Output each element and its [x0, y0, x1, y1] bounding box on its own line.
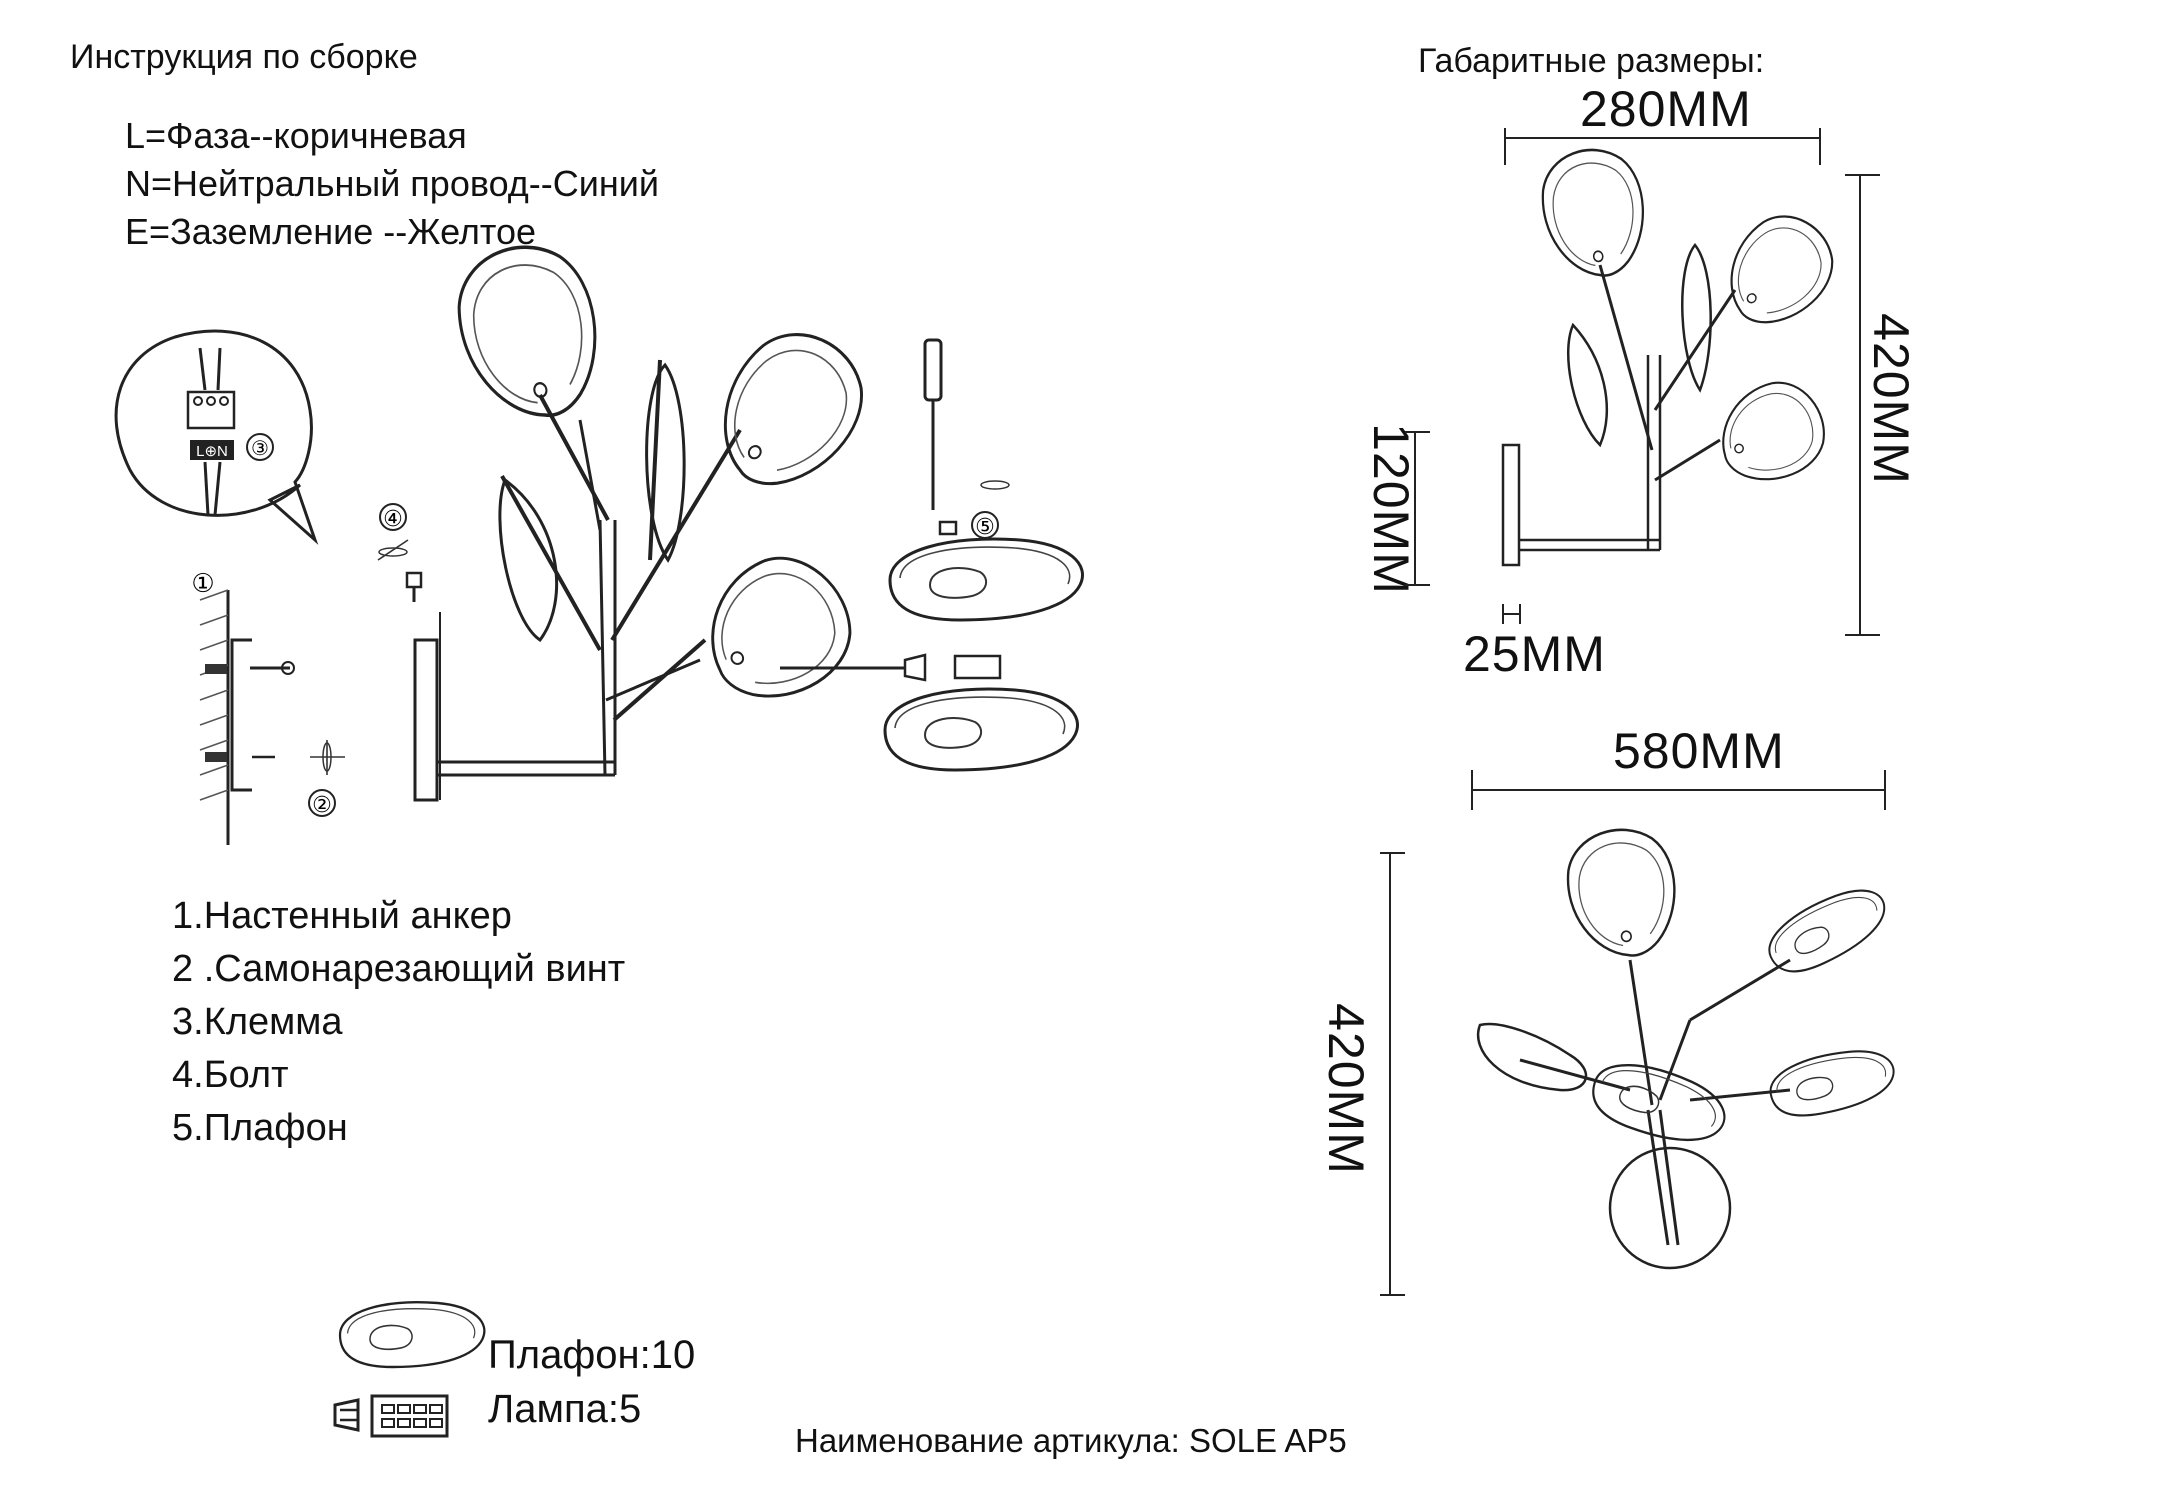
- step-4-marker: ④: [383, 507, 403, 532]
- legend-lamp-icon: [333, 1394, 449, 1438]
- shade-install-step: ⑤: [780, 338, 1084, 772]
- step-1-marker: ①: [191, 569, 214, 599]
- dimension-front-view: [1380, 770, 1900, 1296]
- legend-lamp-count: Лампа:5: [488, 1387, 642, 1431]
- step-2-marker: ②: [312, 793, 332, 818]
- dimensions-title: Габаритные размеры:: [1418, 42, 1765, 80]
- parts-item-terminal: 3.Клемма: [172, 1001, 343, 1043]
- terminal-label: L⊕N: [196, 443, 228, 460]
- wiring-phase: L=Фаза--коричневая: [125, 115, 467, 156]
- wall-anchor-step: ① ②: [191, 569, 345, 845]
- assembly-title: Инструкция по сборке: [70, 38, 418, 76]
- legend-shade-icon: [338, 1301, 486, 1369]
- dim-base-depth: 25MM: [1463, 626, 1606, 682]
- parts-item-anchor: 1.Настенный анкер: [172, 895, 512, 937]
- dim-side-width: 280MM: [1580, 81, 1752, 137]
- wiring-legend: L=Фаза--коричневая N=Нейтральный провод-…: [125, 112, 659, 256]
- dim-front-width: 580MM: [1613, 723, 1785, 779]
- fixture-side-view: [413, 230, 887, 802]
- legend-shade-count: Плафон:10: [488, 1333, 696, 1377]
- dimension-side-view: [1405, 128, 1880, 636]
- wiring-neutral: N=Нейтральный провод--Синий: [125, 163, 659, 204]
- parts-item-shade: 5.Плафон: [172, 1107, 348, 1149]
- step-5-marker: ⑤: [975, 515, 995, 540]
- parts-list: 1.Настенный анкер 2 .Самонарезающий винт…: [172, 890, 625, 1155]
- wiring-ground: E=Заземление --Желтое: [125, 211, 537, 252]
- terminal-zoom-bubble: L⊕N ③: [114, 329, 319, 545]
- step-3-marker: ③: [251, 436, 269, 460]
- article-name: Наименование артикула: SOLE AP5: [795, 1422, 1347, 1459]
- parts-item-bolt: 4.Болт: [172, 1054, 289, 1096]
- bolt-step: ④: [377, 503, 423, 602]
- parts-item-screw: 2 .Самонарезающий винт: [172, 948, 626, 990]
